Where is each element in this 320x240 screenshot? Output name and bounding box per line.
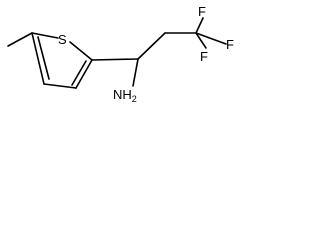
ring-bond-c4-c5 <box>31 32 45 85</box>
chain-bond-ch-to-ch2 <box>137 32 166 60</box>
cf-bond-bottom <box>195 32 207 49</box>
methyl-bond <box>7 32 33 47</box>
cf-bond-top <box>195 17 204 34</box>
sulfur-atom-label: S <box>58 32 67 47</box>
chain-bond-ring-to-ch <box>91 58 139 61</box>
ring-bond-c2-c3-inner <box>71 60 87 86</box>
fluorine-atom-label-top: F <box>198 4 206 19</box>
ring-bond-s-c2 <box>69 41 93 61</box>
cf-bond-right <box>195 32 227 45</box>
amine-subscript: 2 <box>132 94 137 104</box>
amine-main-label: NH <box>113 87 132 102</box>
ring-bond-c5-s <box>31 32 59 39</box>
chemical-structure-diagram: S F F F NH2 <box>7 4 234 104</box>
amine-atom-label: NH2 <box>113 87 137 104</box>
ring-bond-c2-c3 <box>75 59 93 89</box>
fluorine-atom-label-bottom: F <box>200 49 208 64</box>
chain-bond-ch-to-n <box>132 58 139 87</box>
ring-bond-c4-c5-inner <box>37 36 50 80</box>
fluorine-atom-label-right: F <box>226 37 234 52</box>
ring-bond-c3-c4 <box>43 83 77 89</box>
